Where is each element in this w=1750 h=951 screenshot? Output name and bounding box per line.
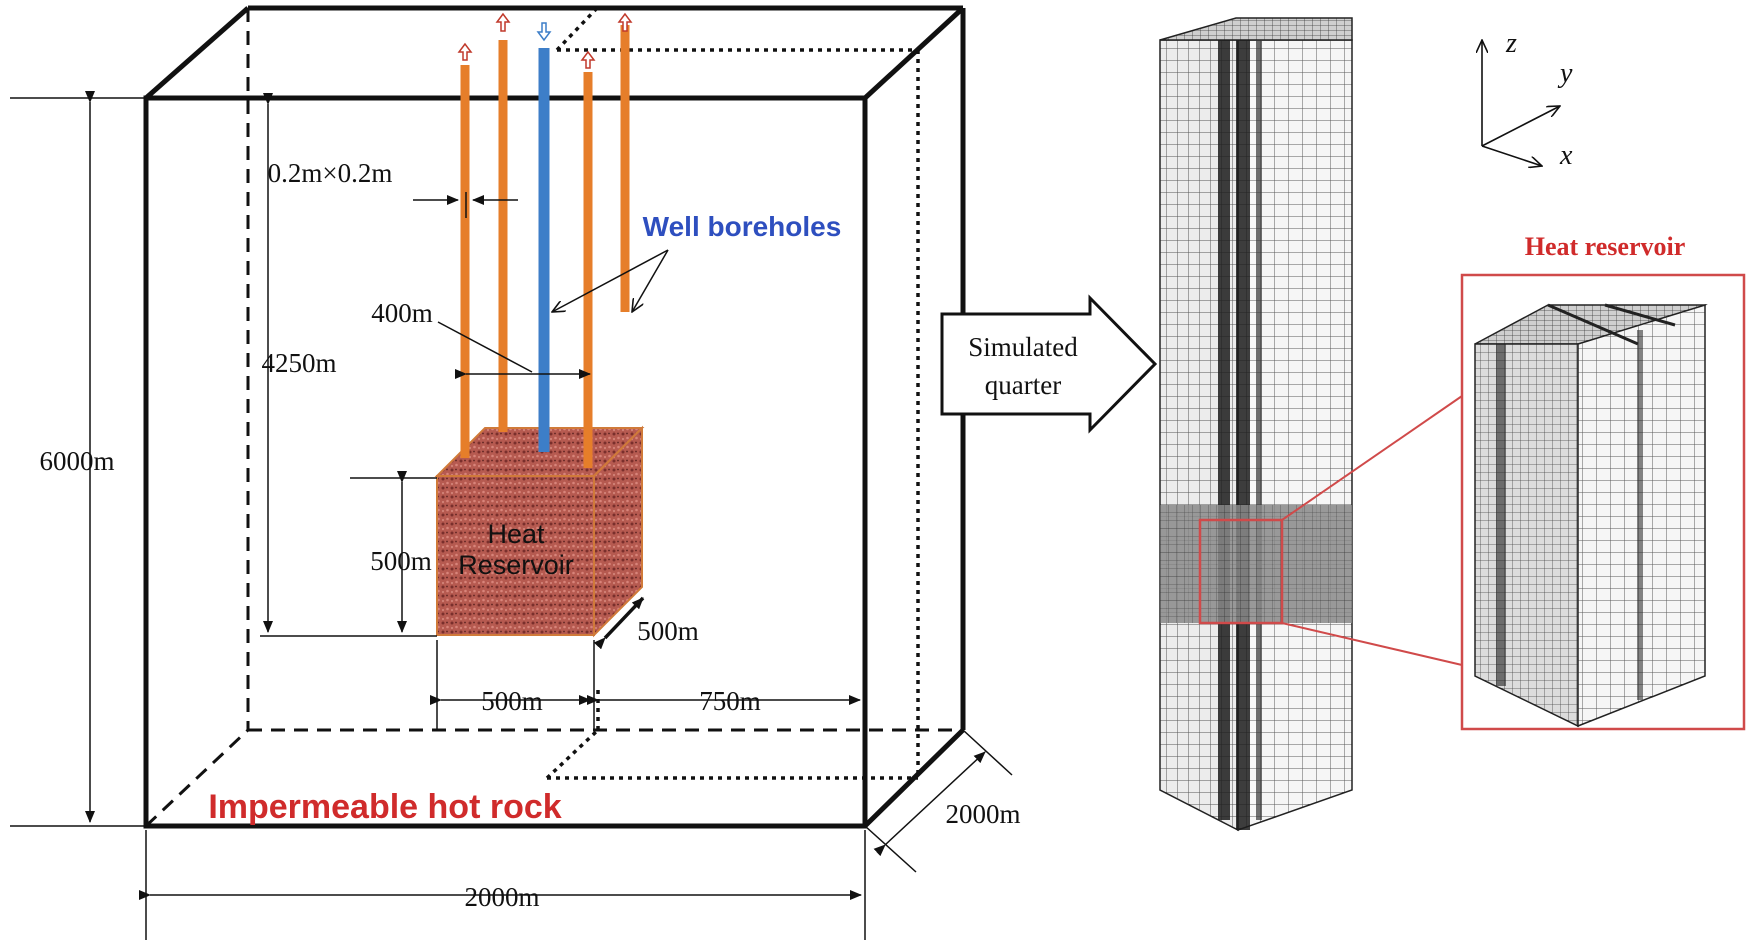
- inset-block-left: [1474, 343, 1579, 728]
- simulated-quarter-arrow: Simulated quarter: [940, 294, 1158, 434]
- impermeable-rock-label: Impermeable hot rock: [208, 788, 561, 826]
- reservoir-label-line2: Reservoir: [458, 550, 574, 580]
- axis-triad: [1482, 40, 1560, 166]
- zoom-connector-bottom: [1281, 622, 1463, 666]
- axis-x-label: x: [1559, 140, 1573, 171]
- reservoir-depth-arrow: [593, 596, 645, 650]
- floor-diagonal-edge: [144, 728, 250, 828]
- mesh-dense-band-2: [1236, 40, 1250, 830]
- mesh-column-top: [1159, 17, 1353, 41]
- inset-top-divider-1: [1547, 303, 1639, 346]
- mesh-reservoir-band-grid: [1160, 505, 1352, 623]
- height-6000-label: 6000m: [39, 446, 114, 476]
- well-boreholes-label: Well boreholes: [643, 211, 842, 242]
- heat-reservoir-cube: Heat Reservoir: [434, 425, 645, 638]
- dimension-lines: [10, 91, 1013, 940]
- axis-y-label: y: [1557, 58, 1573, 89]
- outflow-arrow-3: [580, 50, 596, 69]
- top-left-edge: [144, 6, 250, 100]
- reservoir-front: [436, 475, 595, 636]
- reservoir-depth-label: 500m: [637, 616, 699, 646]
- mesh-dense-band-1: [1218, 40, 1230, 820]
- axis-z-label: z: [1505, 28, 1517, 59]
- width-2000-label: 2000m: [464, 882, 539, 912]
- outflow-arrow-1: [457, 42, 473, 61]
- depth-2000-label: 2000m: [945, 799, 1020, 829]
- depth-4250-label: 4250m: [261, 348, 336, 378]
- side-gap-label: 750m: [699, 686, 761, 716]
- reservoir-width-label: 500m: [481, 686, 543, 716]
- outflow-arrow-2: [495, 12, 511, 32]
- mesh-dense-band-3: [1256, 40, 1262, 820]
- reservoir-label-line1: Heat: [487, 519, 545, 549]
- spacing-400-label: 400m: [371, 298, 433, 328]
- mesh-selection-box: [1198, 518, 1284, 625]
- pipe-size-label: 0.2m×0.2m: [268, 158, 393, 188]
- quarter-outline: [545, 3, 920, 780]
- inset-dense-band-1: [1496, 344, 1506, 686]
- wells: [457, 12, 633, 468]
- inset-top-divider-2: [1604, 303, 1676, 327]
- reservoir-height-label: 500m: [370, 546, 432, 576]
- mesh-column: [1159, 17, 1463, 832]
- domain-box: [143, 3, 966, 829]
- heat-reservoir-inset: Heat reservoir: [1460, 232, 1746, 731]
- zoom-connector-top: [1281, 395, 1463, 521]
- inflow-arrow: [536, 22, 552, 42]
- mesh-column-front-right: [1237, 39, 1353, 832]
- arrow-label-line1: Simulated: [968, 332, 1078, 362]
- arrow-label-line2: quarter: [985, 370, 1061, 400]
- outflow-arrow-4: [617, 12, 633, 32]
- inset-title: Heat reservoir: [1525, 232, 1686, 261]
- top-right-edge: [863, 6, 965, 100]
